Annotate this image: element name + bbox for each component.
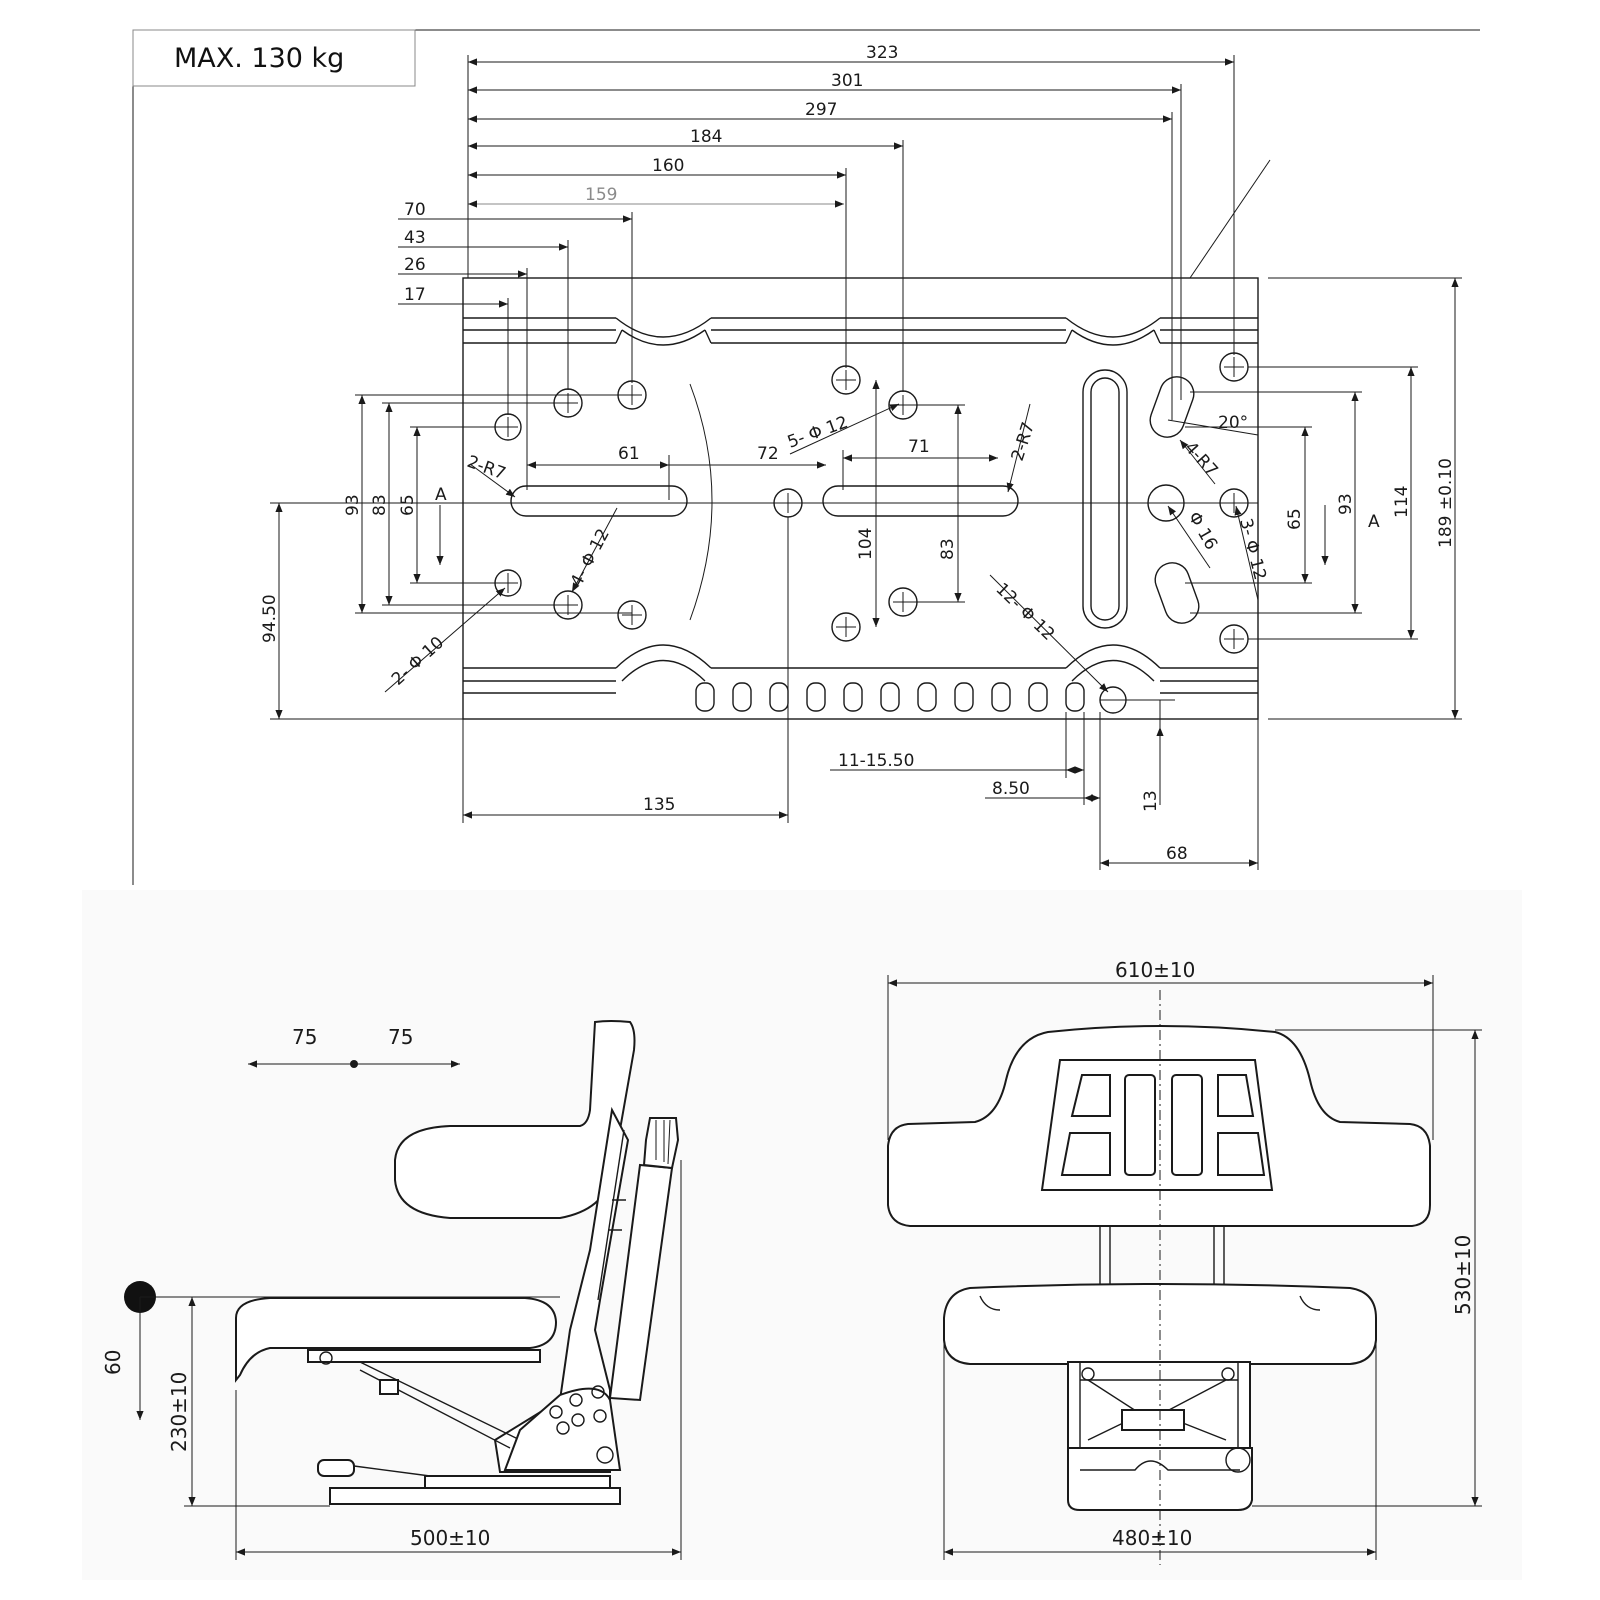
dim-301: 301 bbox=[831, 71, 863, 91]
top-frame: MAX. 130 kg bbox=[132, 29, 1480, 885]
callout-12-phi12: 12- Φ 12 bbox=[992, 579, 1059, 645]
dim-61: 61 bbox=[618, 444, 640, 464]
right-vertical-slot bbox=[1082, 369, 1128, 629]
callout-4-r7: 4-R7 bbox=[1180, 438, 1221, 481]
section-a-right: A bbox=[1368, 512, 1380, 532]
left-horizontal-slot bbox=[510, 485, 688, 517]
backrest-pad-3 bbox=[1124, 1074, 1156, 1176]
width-610: 610±10 bbox=[1115, 958, 1195, 982]
dim-72: 72 bbox=[757, 444, 779, 464]
dim-68: 68 bbox=[1166, 844, 1188, 864]
plate-bottom-dimensions: 135 11-15.50 8.50 13 68 bbox=[462, 517, 1259, 870]
dim-160: 160 bbox=[652, 156, 684, 176]
dim-93-left: 93 bbox=[343, 494, 363, 516]
height-230: 230±10 bbox=[167, 1372, 191, 1452]
side-view: 75 75 60 bbox=[101, 1020, 682, 1560]
dim-184: 184 bbox=[690, 127, 722, 147]
callout-3-phi12: 3- Φ 12 bbox=[1235, 516, 1270, 582]
backrest-pad-5 bbox=[1217, 1074, 1255, 1117]
dim-8-50: 8.50 bbox=[992, 779, 1030, 799]
dim-71: 71 bbox=[908, 437, 930, 457]
mounting-plate bbox=[462, 277, 1259, 720]
dim-114: 114 bbox=[1392, 486, 1412, 518]
dim-104: 104 bbox=[856, 528, 876, 560]
top-dimensions: 323 301 297 184 160 159 70 43 26 17 bbox=[398, 43, 1271, 490]
height-530: 530±10 bbox=[1451, 1235, 1475, 1315]
dim-43: 43 bbox=[404, 228, 426, 248]
base-rail bbox=[329, 1487, 621, 1505]
callout-4-phi12: 4- Φ 12 bbox=[567, 526, 614, 591]
dim-83-left: 83 bbox=[370, 494, 390, 516]
callout-2-r7-mid: 2-R7 bbox=[1008, 420, 1039, 464]
dim-13: 13 bbox=[1141, 790, 1161, 812]
dim-11-15-50: 11-15.50 bbox=[838, 751, 914, 771]
suspension-block bbox=[1121, 1409, 1185, 1431]
adjustment-notches bbox=[695, 682, 1127, 714]
top-rail bbox=[463, 317, 1258, 346]
middle-dimensions: 61 72 71 104 83 93 83 65 94.50 A bbox=[260, 277, 1462, 720]
dim-26: 26 bbox=[404, 255, 426, 275]
linkage-block bbox=[379, 1379, 399, 1395]
dim-323: 323 bbox=[866, 43, 898, 63]
seat-cushion bbox=[235, 1297, 558, 1383]
seat-pan bbox=[307, 1349, 541, 1363]
callout-phi16: Φ 16 bbox=[1184, 509, 1222, 554]
backrest-pad-2 bbox=[1060, 1132, 1111, 1176]
dim-65-right: 65 bbox=[1285, 508, 1305, 530]
base-480: 480±10 bbox=[1112, 1526, 1192, 1550]
max-load-label: MAX. 130 kg bbox=[174, 43, 344, 74]
dim-93-right: 93 bbox=[1336, 493, 1356, 515]
back-75: 75 bbox=[388, 1025, 413, 1049]
backrest bbox=[394, 1020, 636, 1219]
callout-2-r7-left: 2-R7 bbox=[464, 452, 508, 484]
max-load-box bbox=[132, 29, 416, 87]
angle-20: 20° bbox=[1218, 413, 1248, 433]
dim-83-mid: 83 bbox=[938, 538, 958, 560]
front-view: 610±10 530±10 4 bbox=[887, 958, 1482, 1565]
dim-297: 297 bbox=[805, 100, 837, 120]
side-panel bbox=[503, 1387, 622, 1471]
callout-5-phi12: 5- Φ 12 bbox=[785, 412, 851, 452]
dim-94-50: 94.50 bbox=[260, 594, 280, 643]
dim-159: 159 bbox=[585, 185, 617, 205]
plate-outline bbox=[462, 277, 1259, 720]
section-a-left: A bbox=[435, 485, 447, 505]
dim-189: 189 ±0.10 bbox=[1436, 458, 1456, 548]
bottom-rail bbox=[463, 644, 1258, 694]
depth-500: 500±10 bbox=[410, 1526, 490, 1550]
seat-frame bbox=[493, 1106, 630, 1473]
dim-17: 17 bbox=[404, 285, 426, 305]
dim-65-left: 65 bbox=[398, 494, 418, 516]
travel-60: 60 bbox=[101, 1350, 125, 1375]
callout-2-phi10: 2- Φ 10 bbox=[388, 633, 448, 690]
angled-slot-top bbox=[1149, 376, 1195, 438]
views-background bbox=[82, 890, 1522, 1580]
fore-aft-lever bbox=[317, 1459, 355, 1477]
hole-callouts: 2-R7 2-R7 4-R7 5- Φ 12 4- Φ 12 2- Φ 10 Φ… bbox=[384, 403, 1270, 693]
adjustment-knob bbox=[642, 1117, 680, 1170]
backrest-pad-1 bbox=[1070, 1074, 1111, 1117]
center-horizontal-slot bbox=[822, 485, 1019, 517]
backrest-pad-4 bbox=[1171, 1074, 1203, 1176]
fwd-75: 75 bbox=[292, 1025, 317, 1049]
backrest-pad-6 bbox=[1217, 1132, 1266, 1176]
dim-135: 135 bbox=[643, 795, 675, 815]
dim-70: 70 bbox=[404, 200, 426, 220]
angled-slot-bottom bbox=[1154, 562, 1200, 624]
